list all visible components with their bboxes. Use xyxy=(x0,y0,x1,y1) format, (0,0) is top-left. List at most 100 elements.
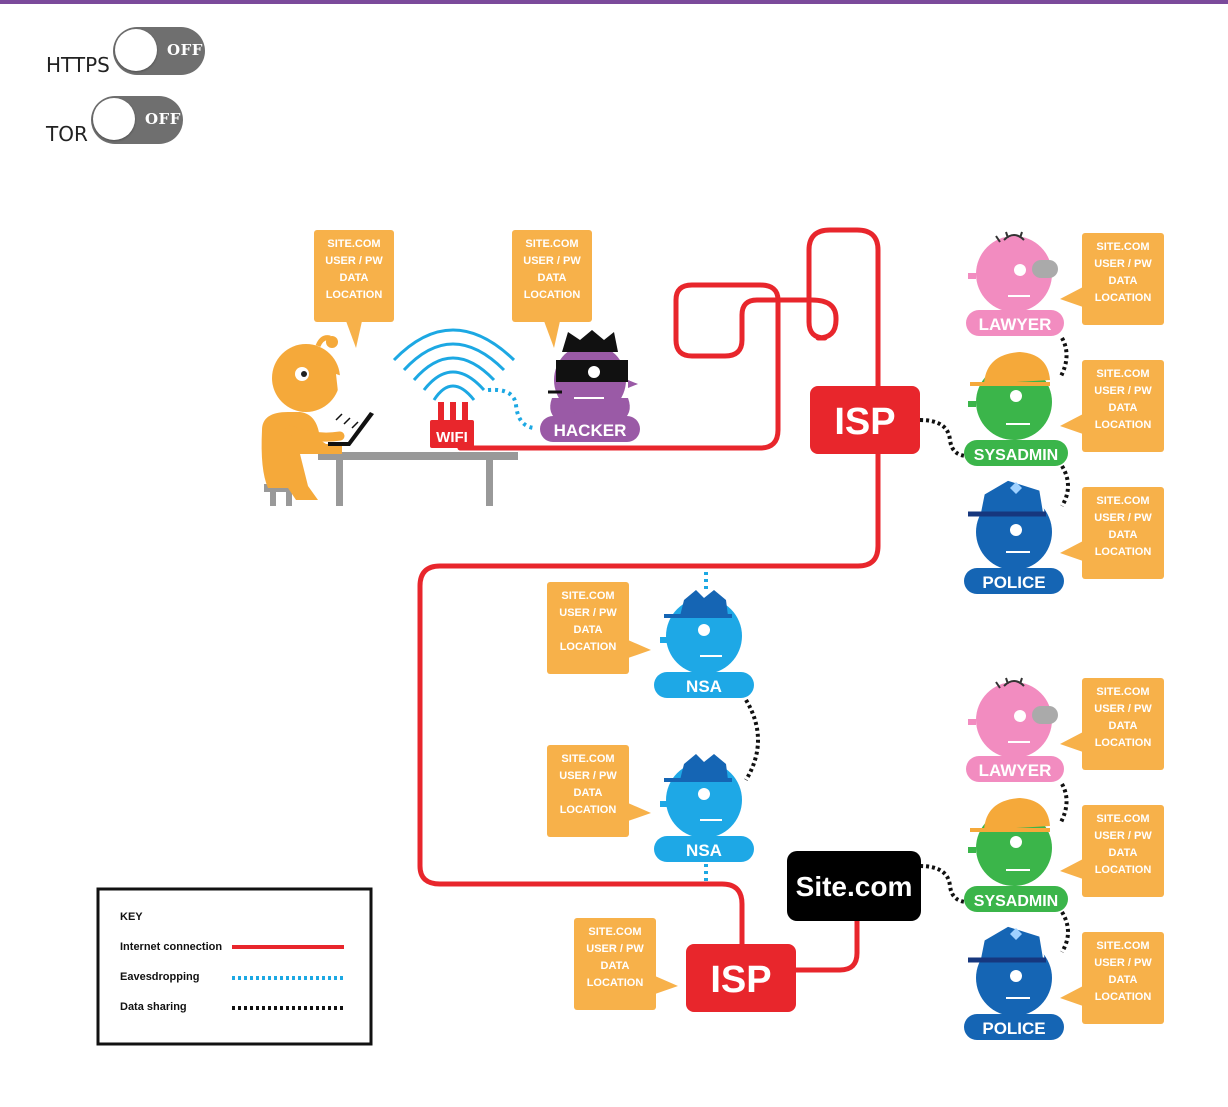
bubble-line: LOCATION xyxy=(1095,419,1152,431)
wifi-router: WIFI xyxy=(392,328,516,448)
isp-bottom: ISP xyxy=(686,944,796,1012)
bubble-line: DATA xyxy=(538,272,567,284)
bubble-line: DATA xyxy=(601,960,630,972)
isp-top: ISP xyxy=(810,386,920,454)
bubble-line: SITE.COM xyxy=(1096,813,1149,825)
sharing-sysadmin-police-top xyxy=(1060,464,1070,508)
bubble-line: LOCATION xyxy=(1095,737,1152,749)
police-bottom-label: POLICE xyxy=(982,1019,1045,1038)
bubble-nsa-top: SITE.COM USER / PW DATA LOCATION xyxy=(547,582,651,674)
isp-top-label: ISP xyxy=(834,401,895,443)
tor-toggle-state: OFF xyxy=(144,110,181,128)
top-accent-bar xyxy=(0,0,1228,4)
sharing-lawyer-sysadmin-bottom xyxy=(1058,783,1069,825)
bubble-line: DATA xyxy=(1109,974,1138,986)
bubble-line: USER / PW xyxy=(586,943,644,955)
bubble-line: SITE.COM xyxy=(588,926,641,938)
lawyer-bottom: LAWYER xyxy=(966,677,1064,782)
speech-bubbles: SITE.COM USER / PW DATA LOCATION SITE.COM USE… xyxy=(314,230,1164,1024)
internet-line-wifi-to-isp xyxy=(457,227,881,451)
nsa-bottom: NSA xyxy=(654,754,754,862)
isp-bottom-label: ISP xyxy=(710,959,771,1001)
nsa-bottom-label: NSA xyxy=(686,841,722,860)
tor-toggle-knob[interactable] xyxy=(92,98,135,140)
bubble-line: USER / PW xyxy=(559,770,617,782)
legend-title: KEY xyxy=(120,911,143,923)
https-toggle[interactable]: OFF xyxy=(112,27,205,75)
bubble-nsa-bottom: SITE.COM USER / PW DATA LOCATION xyxy=(547,745,651,837)
bubble-line: DATA xyxy=(1109,847,1138,859)
bubble-line: SITE.COM xyxy=(327,238,380,250)
eavesdrop-hacker-wifi xyxy=(487,387,535,430)
bubble-lawyer-top: SITE.COM USER / PW DATA LOCATION xyxy=(1060,233,1164,325)
bubble-line: SITE.COM xyxy=(1096,495,1149,507)
bubble-line: LOCATION xyxy=(560,804,617,816)
sharing-sysadmin-police-bottom xyxy=(1060,910,1070,954)
bubble-line: SITE.COM xyxy=(1096,940,1149,952)
bubble-line: LOCATION xyxy=(1095,864,1152,876)
nsa-top-label: NSA xyxy=(686,677,722,696)
sharing-isp-sysadmin-top xyxy=(919,418,969,458)
bubble-line: SITE.COM xyxy=(1096,368,1149,380)
police-top: POLICE xyxy=(964,479,1064,594)
bubble-sysadmin-bottom: SITE.COM USER / PW DATA LOCATION xyxy=(1060,805,1164,897)
legend-eavesdrop-label: Eavesdropping xyxy=(120,971,199,983)
bubble-line: USER / PW xyxy=(559,607,617,619)
bubble-line: USER / PW xyxy=(1094,258,1152,270)
https-toggle-state: OFF xyxy=(167,41,203,59)
bubble-line: USER / PW xyxy=(1094,385,1152,397)
bubble-line: LOCATION xyxy=(560,641,617,653)
bubble-line: DATA xyxy=(574,787,603,799)
internet-line-isp-to-nsa-loop xyxy=(417,450,881,945)
https-label: HTTPS xyxy=(46,53,110,77)
bubble-line: USER / PW xyxy=(523,255,581,267)
sysadmin-bottom: SYSADMIN xyxy=(964,798,1068,912)
bubble-line: USER / PW xyxy=(1094,830,1152,842)
lawyer-bottom-label: LAWYER xyxy=(979,761,1052,780)
sharing-nsa-nsa xyxy=(744,698,760,782)
bubble-line: DATA xyxy=(1109,275,1138,287)
bubble-line: DATA xyxy=(1109,529,1138,541)
bubble-line: USER / PW xyxy=(1094,957,1152,969)
https-toggle-row: HTTPS OFF xyxy=(46,27,205,75)
bubble-line: DATA xyxy=(1109,402,1138,414)
sharing-site-sysadmin-bottom xyxy=(919,864,969,904)
bubble-line: LOCATION xyxy=(1095,546,1152,558)
police-top-label: POLICE xyxy=(982,573,1045,592)
bubble-line: USER / PW xyxy=(325,255,383,267)
https-toggle-knob[interactable] xyxy=(114,29,157,71)
bubble-line: SITE.COM xyxy=(561,590,614,602)
tor-toggle-row: TOR OFF xyxy=(46,96,183,144)
bubble-lawyer-bottom: SITE.COM USER / PW DATA LOCATION xyxy=(1060,678,1164,770)
site-label: Site.com xyxy=(796,871,913,902)
bubble-line: LOCATION xyxy=(1095,991,1152,1003)
legend: KEY Internet connection Eavesdropping Da… xyxy=(96,887,373,1046)
bubble-line: LOCATION xyxy=(587,977,644,989)
hacker: HACKER xyxy=(540,330,640,442)
bubble-line: DATA xyxy=(574,624,603,636)
bubble-isp-bottom: SITE.COM USER / PW DATA LOCATION xyxy=(574,918,678,1010)
bubble-line: SITE.COM xyxy=(1096,686,1149,698)
nsa-top: NSA xyxy=(654,590,754,698)
lawyer-top: LAWYER xyxy=(966,231,1064,336)
internet-line-isp-to-site xyxy=(795,920,860,973)
bubble-line: SITE.COM xyxy=(1096,241,1149,253)
bubble-line: SITE.COM xyxy=(561,753,614,765)
legend-internet-label: Internet connection xyxy=(120,941,222,953)
bubble-line: DATA xyxy=(1109,720,1138,732)
sysadmin-top: SYSADMIN xyxy=(964,352,1068,466)
bubble-line: USER / PW xyxy=(1094,703,1152,715)
police-bottom: POLICE xyxy=(964,925,1064,1040)
lawyer-top-label: LAWYER xyxy=(979,315,1052,334)
bubble-line: LOCATION xyxy=(1095,292,1152,304)
sysadmin-bottom-label: SYSADMIN xyxy=(974,893,1058,910)
bubble-sysadmin-top: SITE.COM USER / PW DATA LOCATION xyxy=(1060,360,1164,452)
tor-toggle[interactable]: OFF xyxy=(90,96,183,144)
site-server: Site.com xyxy=(787,851,921,921)
tor-label: TOR xyxy=(46,122,88,146)
user-at-desk xyxy=(261,335,518,506)
